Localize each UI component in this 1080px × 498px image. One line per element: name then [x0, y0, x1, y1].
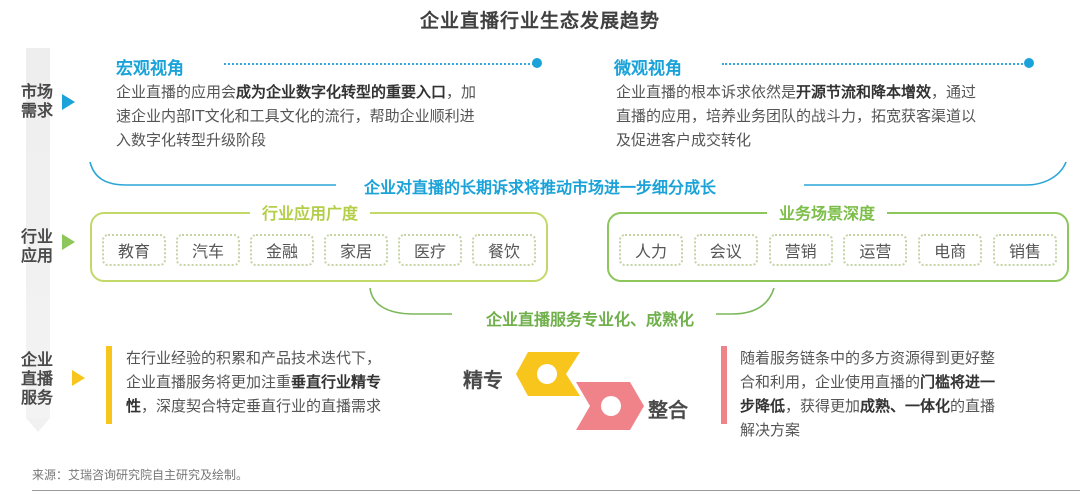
text-span: ，获得更加	[785, 397, 861, 415]
text-line: 入数字化转型升级阶段	[116, 131, 267, 149]
tag-hr: 人力	[619, 234, 683, 266]
industry-bracket	[369, 287, 775, 315]
text-line: 解决方案	[740, 421, 801, 439]
text-line: 企业直播服务将更加注重垂直行业精专	[126, 370, 446, 394]
row-label-text: 应用	[20, 246, 53, 265]
side-flow-bar	[26, 48, 50, 418]
industry-breadth-box: 行业应用广度 教育 汽车 金融 家居 医疗 餐饮	[90, 200, 548, 282]
text-line: 速企业内部IT文化和工具文化的流行，帮助企业顺利进	[116, 107, 475, 125]
macro-view-text: 企业直播的应用会成为企业数字化转型的重要入口，加 速企业内部IT文化和工具文化的…	[116, 80, 536, 152]
dot-icon	[1024, 58, 1034, 68]
footer-divider	[32, 490, 1080, 491]
industry-breadth-title: 行业应用广度	[250, 200, 371, 224]
text-line: 企业直播的根本诉求依然是开源节流和降本增效，通过	[616, 80, 1036, 104]
text-span: ，通过	[931, 83, 977, 101]
text-span: 的直播	[950, 397, 996, 415]
text-span: 合和利用，企业使用直播的	[740, 373, 921, 391]
pink-accent-bar	[721, 346, 727, 424]
industry-conclusion: 企业直播服务专业化、成熟化	[485, 310, 694, 329]
text-line: 步降低，获得更加成熟、一体化的直播	[740, 394, 1050, 418]
row-label-text: 需求	[20, 101, 53, 120]
business-depth-title: 业务场景深度	[767, 200, 888, 224]
row-label-text: 企业	[20, 350, 53, 369]
text-span: 企业直播的应用会	[116, 83, 237, 101]
highlight-text: 性	[126, 397, 142, 415]
market-conclusion: 企业对直播的长期诉求将推动市场进一步细分成长	[363, 178, 716, 197]
tag-ecommerce: 电商	[918, 234, 983, 266]
market-bracket	[89, 161, 1067, 186]
row-label-industry: 行业 应用	[16, 227, 58, 265]
play-arrow-icon	[62, 94, 75, 110]
tag-automotive: 汽车	[176, 234, 240, 266]
text-line: 合和利用，企业使用直播的门槛将进一	[740, 370, 1050, 394]
dotted-divider	[722, 63, 1027, 65]
tag-meeting: 会议	[693, 234, 758, 266]
service-integrate-text: 随着服务链条中的多方资源得到更好整 合和利用，企业使用直播的门槛将进一 步降低，…	[740, 346, 1050, 442]
side-flow-arrow-tip	[26, 418, 50, 432]
play-arrow-icon	[72, 370, 85, 386]
business-depth-tags: 人力 会议 营销 运营 电商 销售	[619, 234, 1057, 266]
row-label-service: 企业 直播 服务	[16, 350, 58, 407]
tag-home: 家居	[324, 234, 388, 266]
text-span: 企业直播服务将更加注重	[126, 373, 292, 391]
word-specialize: 精专	[463, 368, 503, 392]
industry-breadth-tags: 教育 汽车 金融 家居 医疗 餐饮	[102, 234, 536, 266]
business-depth-box: 业务场景深度 人力 会议 营销 运营 电商 销售	[607, 200, 1069, 282]
page-title: 企业直播行业生态发展趋势	[419, 10, 660, 32]
highlight-text: 门槛将进一	[920, 373, 996, 391]
tag-education: 教育	[102, 234, 166, 266]
row-label-text: 直播	[20, 369, 53, 388]
text-span: 企业直播的根本诉求依然是	[616, 83, 797, 101]
word-integrate: 整合	[648, 398, 688, 422]
pink-hex-link-icon	[576, 382, 644, 430]
service-specialize-text: 在行业经验的积累和产品技术迭代下， 企业直播服务将更加注重垂直行业精专 性，深度…	[126, 346, 446, 418]
text-line: 随着服务链条中的多方资源得到更好整	[740, 349, 996, 367]
highlight-text: 成为企业数字化转型的重要入口	[236, 83, 447, 101]
row-label-text: 市场	[20, 82, 53, 101]
row-label-market: 市场 需求	[16, 82, 58, 120]
text-span: ，加	[446, 83, 477, 101]
tag-catering: 餐饮	[472, 234, 536, 266]
text-line: 直播的应用，培养业务团队的战斗力，拓宽获客渠道以	[616, 107, 977, 125]
text-line: 及促进客户成交转化	[616, 131, 752, 149]
micro-view-title: 微观视角	[614, 59, 682, 79]
yellow-hex-link-icon	[516, 352, 580, 396]
text-line: 企业直播的应用会成为企业数字化转型的重要入口，加	[116, 80, 536, 104]
row-label-text: 行业	[20, 227, 53, 246]
play-arrow-icon	[62, 234, 75, 250]
text-span: ，深度契合特定垂直行业的直播需求	[141, 397, 382, 415]
yellow-accent-bar	[106, 346, 112, 424]
macro-view-title: 宏观视角	[116, 59, 184, 79]
micro-view-text: 企业直播的根本诉求依然是开源节流和降本增效，通过 直播的应用，培养业务团队的战斗…	[616, 80, 1036, 152]
highlight-text: 开源节流和降本增效	[796, 83, 932, 101]
tag-marketing: 营销	[768, 234, 833, 266]
tag-medical: 医疗	[398, 234, 462, 266]
highlight-text: 成熟、一体化	[860, 397, 951, 415]
tag-operations: 运营	[843, 234, 908, 266]
highlight-text: 步降低	[740, 397, 786, 415]
source-note: 来源：艾瑞咨询研究院自主研究及绘制。	[32, 468, 249, 482]
tag-sales: 销售	[992, 234, 1057, 266]
tag-finance: 金融	[250, 234, 314, 266]
text-line: 性，深度契合特定垂直行业的直播需求	[126, 394, 446, 418]
text-line: 在行业经验的积累和产品技术迭代下，	[126, 349, 382, 367]
dotted-divider	[224, 63, 534, 65]
dot-icon	[532, 58, 542, 68]
row-label-text: 服务	[20, 388, 53, 407]
highlight-text: 垂直行业精专	[291, 373, 382, 391]
